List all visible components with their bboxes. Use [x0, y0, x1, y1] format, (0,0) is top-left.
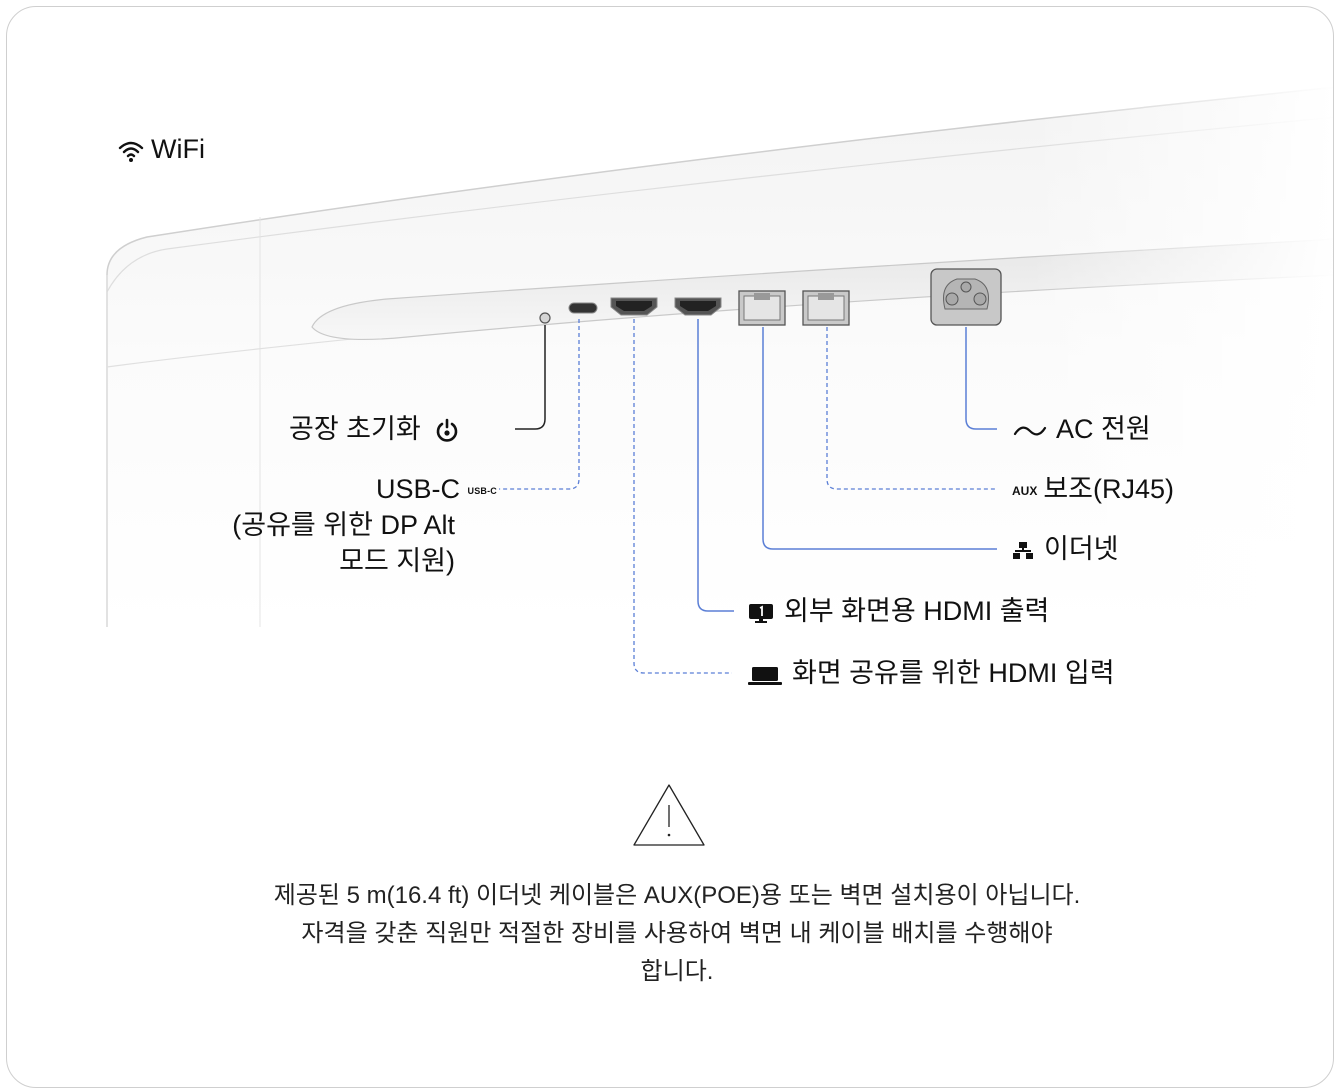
- warning-triangle-icon: [633, 784, 705, 846]
- ac-leader: [965, 327, 997, 430]
- usbc-title: USB-C: [375, 474, 460, 504]
- hdmi-out-leader: [697, 319, 734, 612]
- ethernet-label: 이더넷: [1012, 533, 1119, 565]
- hdmi-out-port: [674, 297, 722, 316]
- tilde-ac-icon: [1013, 426, 1047, 436]
- aux-text: 보조(RJ45): [1043, 474, 1175, 504]
- device-rear-illustration: [106, 67, 1333, 846]
- diagram-card: WiFi 공장 초기화 USB-C USB-C (공유를 위한 DP Alt 모…: [6, 6, 1334, 1088]
- usbc-leader: [499, 319, 580, 490]
- usbc-label: USB-C USB-C: [157, 473, 497, 507]
- ac-power-label: AC 전원: [1012, 413, 1151, 445]
- hdmi-in-label: 화면 공유를 위한 HDMI 입력: [748, 657, 1115, 689]
- aux-tag: AUX: [1012, 483, 1038, 498]
- usbc-desc-2: 모드 지원): [339, 546, 455, 576]
- warning-line-2: 자격을 갖춘 직원만 적절한 장비를 사용하여 벽면 내 케이블 배치를 수행해…: [301, 920, 1053, 947]
- reset-leader: [515, 325, 546, 430]
- ethernet-leader: [762, 327, 997, 550]
- hdmi-in-leader: [633, 319, 732, 674]
- ac-power-text: AC 전원: [1056, 414, 1151, 444]
- warning-note: 제공된 5 m(16.4 ft) 이더넷 케이블은 AUX(POE)용 또는 벽…: [127, 877, 1227, 991]
- reset-power-icon: [436, 418, 458, 442]
- factory-reset-text: 공장 초기화: [289, 414, 421, 444]
- wifi-label: WiFi: [117, 133, 205, 165]
- usbc-desc-1: (공유를 위한 DP Alt: [232, 510, 455, 540]
- usbc-tag: USB-C: [467, 485, 497, 496]
- hdmi-out-text: 외부 화면용 HDMI 출력: [784, 596, 1050, 626]
- ethernet-text: 이더넷: [1044, 534, 1119, 564]
- hdmi-in-port: [610, 297, 658, 316]
- aux-leader: [826, 327, 997, 490]
- wifi-icon: [118, 141, 144, 162]
- hdmi-out-label: 외부 화면용 HDMI 출력: [748, 595, 1049, 627]
- aux-port: [802, 290, 850, 326]
- hdmi-in-text: 화면 공유를 위한 HDMI 입력: [792, 658, 1115, 688]
- usbc-port: [568, 302, 598, 314]
- ethernet-port: [738, 290, 786, 326]
- reset-pinhole: [539, 312, 551, 324]
- wifi-text: WiFi: [151, 134, 205, 164]
- warning-line-1: 제공된 5 m(16.4 ft) 이더넷 케이블은 AUX(POE)용 또는 벽…: [273, 882, 1081, 909]
- network-icon: [1013, 541, 1033, 559]
- factory-reset-label: 공장 초기화: [289, 413, 460, 445]
- laptop-icon: [748, 666, 782, 685]
- monitor-1-icon: [749, 603, 773, 623]
- aux-label: AUX 보조(RJ45): [1012, 473, 1174, 507]
- warning-line-3: 합니다.: [640, 958, 714, 985]
- ac-power-inlet: [930, 268, 1002, 326]
